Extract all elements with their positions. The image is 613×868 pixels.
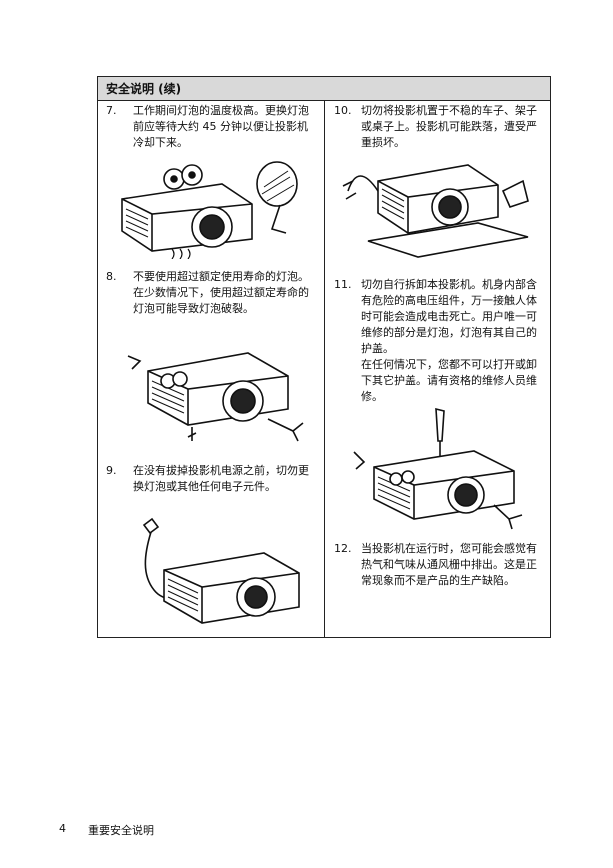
footer-section-title: 重要安全说明 (88, 824, 154, 837)
item-text: 工作期间灯泡的温度极高。更换灯泡前应等待大约 45 分钟以便让投影机冷却下来。 (133, 104, 309, 149)
projector-broken-lamp-illustration (127, 352, 304, 442)
item-number: 7. (106, 104, 117, 117)
projector-unplug-illustration (142, 517, 300, 624)
page-number: 4 (59, 822, 66, 835)
item-text: 不要使用超过额定使用寿命的灯泡。在少数情况下，使用超过额定寿命的灯泡可能导致灯泡… (133, 270, 309, 315)
column-divider (324, 101, 325, 638)
item-text: 在没有拔掉投影机电源之前，切勿更换灯泡或其他任何电子元件。 (133, 464, 309, 493)
item-text: 切勿将投影机置于不稳的车子、架子或桌子上。投影机可能跌落，遭受严重损坏。 (361, 104, 537, 149)
item-number: 12. (334, 542, 352, 555)
item-text: 切勿自行拆卸本投影机。机身内部含有危险的高电压组件，万一接触人体时可能会造成电击… (361, 278, 537, 403)
projector-falling-cart-illustration (342, 164, 529, 258)
projector-screwdriver-illustration (353, 407, 523, 530)
item-number: 11. (334, 278, 352, 291)
item-number: 9. (106, 464, 117, 477)
table-header: 安全说明 (续) (98, 77, 550, 101)
item-number: 10. (334, 104, 352, 117)
projector-hot-lamp-illustration (121, 161, 298, 259)
item-number: 8. (106, 270, 117, 283)
safety-table: 安全说明 (续) 7. 工作期间灯泡的温度极高。更换灯泡前应等待大约 45 分钟… (97, 76, 551, 638)
item-text: 当投影机在运行时，您可能会感觉有热气和气味从通风栅中排出。这是正常现象而不是产品… (361, 542, 537, 587)
